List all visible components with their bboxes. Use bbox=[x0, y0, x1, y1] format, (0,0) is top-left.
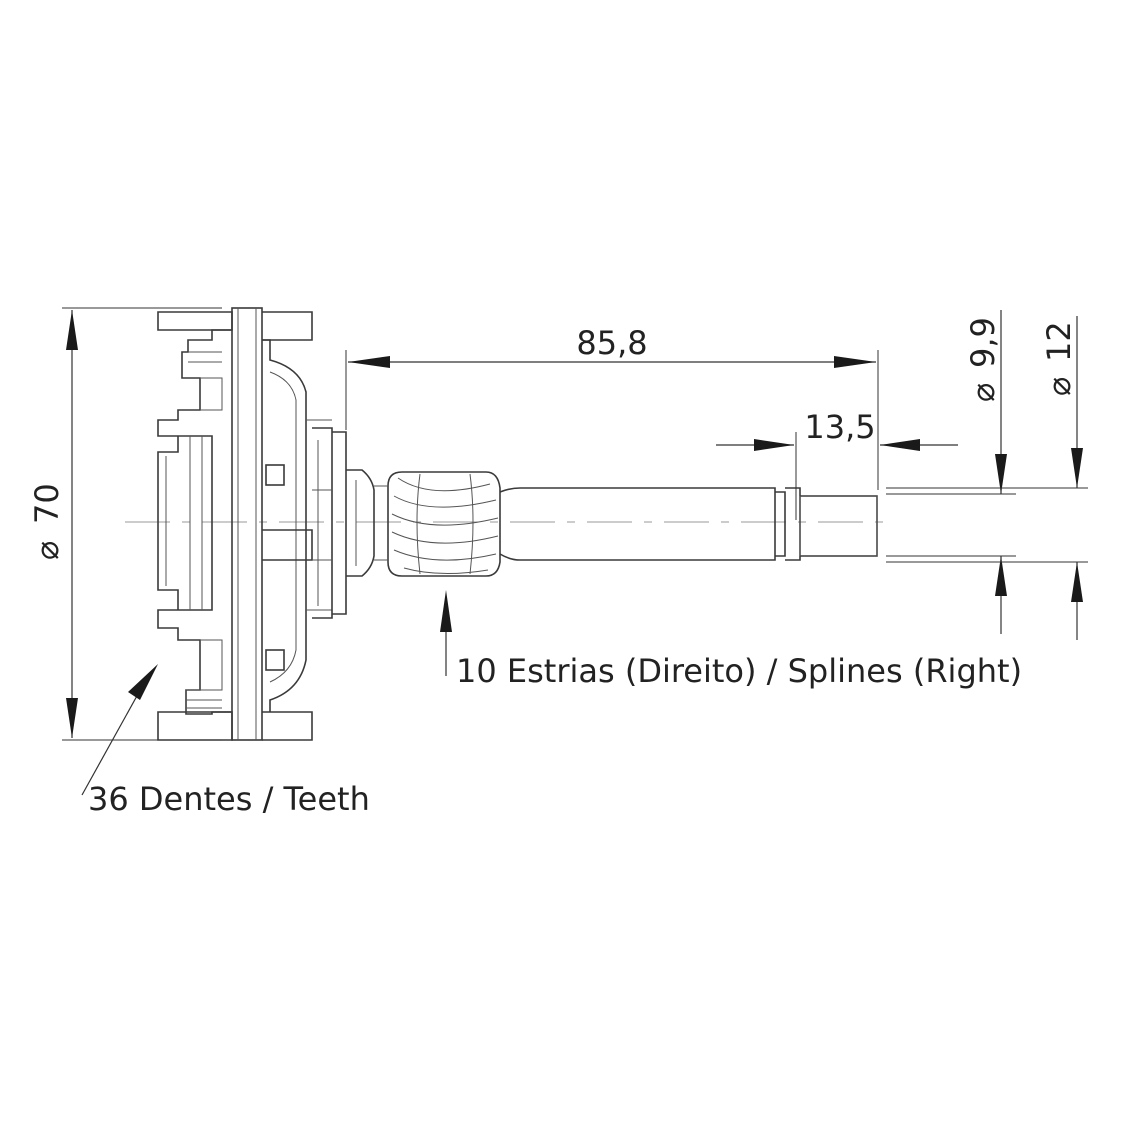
gear-housing bbox=[157, 307, 375, 741]
dim-overall-diameter: ⌀ 70 bbox=[28, 307, 222, 741]
arrowhead bbox=[1071, 448, 1083, 488]
arrowhead bbox=[128, 664, 158, 700]
arrowhead bbox=[834, 356, 876, 368]
diameter-symbol-12: ⌀ bbox=[1040, 377, 1078, 396]
arrowhead bbox=[66, 310, 78, 350]
diameter-symbol-9-9: ⌀ bbox=[964, 383, 1002, 402]
dim-value-13-5: 13,5 bbox=[804, 408, 875, 446]
dim-value-85-8: 85,8 bbox=[576, 324, 647, 362]
arrowhead bbox=[995, 556, 1007, 596]
arrowhead bbox=[1071, 562, 1083, 602]
arrowhead bbox=[754, 439, 794, 451]
dim-end-length: 13,5 bbox=[716, 408, 958, 520]
splines-label: 10 Estrias (Direito) / Splines (Right) bbox=[456, 652, 1022, 690]
arrowhead bbox=[995, 454, 1007, 494]
callout-teeth: 36 Dentes / Teeth bbox=[81, 664, 370, 818]
dim-shaft-diameter: ⌀ 12 bbox=[886, 316, 1088, 640]
dim-value-9-9: 9,9 bbox=[964, 317, 1002, 368]
output-shaft bbox=[499, 487, 878, 561]
arrowhead bbox=[440, 590, 452, 632]
dim-value-12: 12 bbox=[1040, 321, 1078, 362]
dim-value-70: 70 bbox=[28, 483, 66, 524]
callout-splines: 10 Estrias (Direito) / Splines (Right) bbox=[440, 590, 1022, 690]
arrowhead bbox=[880, 439, 920, 451]
diameter-symbol-70: ⌀ bbox=[28, 541, 66, 560]
arrowhead bbox=[348, 356, 390, 368]
dim-tip-diameter: ⌀ 9,9 bbox=[886, 310, 1016, 634]
teeth-label: 36 Dentes / Teeth bbox=[88, 780, 370, 818]
pinion-gear bbox=[374, 471, 501, 577]
dim-shaft-length: 85,8 bbox=[345, 324, 879, 490]
arrowhead bbox=[66, 698, 78, 738]
